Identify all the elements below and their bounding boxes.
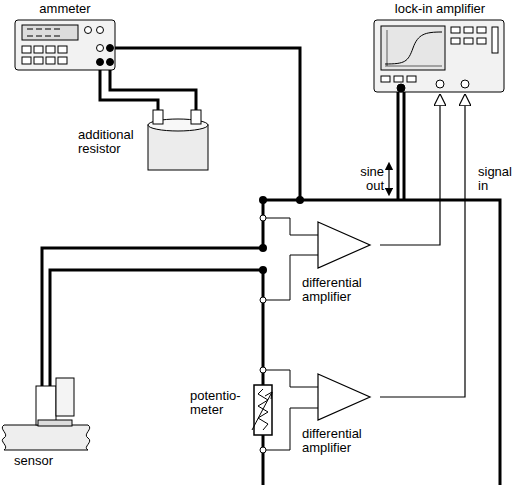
ammeter-device [46, 46, 55, 53]
ammeter-device [85, 27, 92, 34]
amplifier-symbol [318, 222, 370, 268]
ammeter-device [58, 57, 67, 64]
ammeter-device [15, 20, 115, 70]
ammeter-device [34, 57, 43, 64]
node-label: ammeter [12, 2, 118, 16]
ammeter-device [97, 59, 104, 66]
resistor-device [148, 125, 208, 170]
node-label: sensor [14, 454, 74, 468]
potentiometer-symbol: potentio- meter [190, 383, 276, 437]
wire [42, 248, 263, 386]
lock-in-device [397, 84, 405, 92]
ammeter-device [22, 57, 31, 64]
resistor-device [148, 110, 208, 170]
lock-in-device [381, 76, 390, 82]
junction-dot [296, 196, 304, 204]
ammeter-device [34, 46, 43, 53]
node-label: lock-in amplifier [372, 2, 508, 16]
lock-in-device [436, 80, 444, 88]
ammeter-device [107, 45, 114, 52]
signal-arrow [388, 166, 389, 192]
sensor-device: sensor [0, 376, 100, 476]
signal-connector [380, 95, 440, 245]
wire [403, 92, 406, 200]
wire [50, 270, 263, 386]
tap-point [260, 297, 266, 303]
potentiometer-symbol [265, 392, 272, 399]
junction-dot [259, 266, 267, 274]
ammeter-device [22, 46, 31, 53]
differential-amplifier: differential amplifier [298, 218, 380, 308]
lock-in-device [394, 76, 403, 82]
resistor-device [153, 110, 163, 124]
differential-amplifier: differential amplifier [298, 372, 380, 460]
lock-in-device: lock-in amplifier [372, 2, 508, 95]
signal-name: signal in [478, 165, 524, 193]
signal-name: sine out [346, 165, 384, 193]
amplifier-symbol [318, 222, 370, 420]
lock-in-device [407, 76, 416, 82]
ammeter-device [97, 45, 104, 52]
tap-point [260, 447, 266, 453]
wire [397, 92, 400, 200]
junction-dot [259, 244, 267, 252]
ammeter-device: ammeter [12, 2, 118, 74]
lock-in-device [477, 27, 486, 33]
sensor-device [2, 378, 89, 450]
ammeter-device [58, 46, 67, 53]
ammeter-device [46, 57, 55, 64]
ammeter-device [27, 29, 60, 36]
potentiometer-symbol [252, 385, 272, 435]
amplifier-symbol [318, 374, 370, 420]
lock-in-device [464, 38, 473, 44]
node-label: potentio- meter [190, 389, 250, 417]
ammeter-device [22, 25, 78, 40]
lock-in-device [385, 32, 442, 64]
wire [110, 64, 196, 112]
wire [262, 435, 265, 485]
resistor-device [191, 110, 201, 124]
ammeter-device [107, 59, 114, 66]
lock-in-device [385, 30, 442, 66]
tap-wire [263, 218, 318, 235]
ammeter-device [15, 20, 115, 70]
tap-point [260, 367, 266, 373]
node-label: differential amplifier [302, 276, 378, 304]
sensor-device [56, 378, 74, 416]
resistor-device: additional resistor [78, 110, 213, 172]
ammeter-device [97, 27, 104, 34]
potentiometer-symbol [252, 392, 272, 430]
lock-in-device [464, 27, 473, 33]
lock-in-device [374, 20, 504, 92]
wire [42, 48, 500, 485]
sensor-device [2, 425, 89, 450]
tap-point [260, 215, 266, 221]
lock-in-device [492, 27, 498, 53]
node-label: differential amplifier [302, 427, 378, 455]
wire [262, 200, 265, 248]
lock-in-device [451, 38, 460, 44]
wire [110, 48, 300, 200]
sensor-device [36, 386, 56, 425]
junction-dot [259, 196, 267, 204]
sensor-device [38, 420, 72, 426]
lock-in-device [381, 26, 445, 70]
lock-in-device [451, 27, 460, 33]
lock-in-device [374, 20, 504, 92]
signal-connector [380, 95, 465, 397]
lock-in-device [477, 38, 486, 44]
node-label: additional resistor [78, 128, 144, 156]
lock-in-device [461, 80, 469, 88]
